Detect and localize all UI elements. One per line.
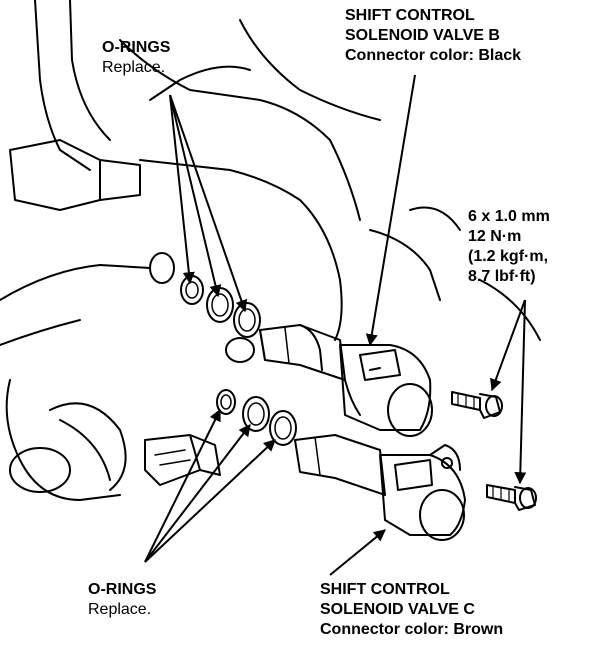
transmission-housing-outline: [0, 0, 541, 346]
leader-oring-top-2: [169, 94, 222, 298]
o-ring-set-bottom: [216, 389, 297, 446]
label-bolt-spec: 6 x 1.0 mm 12 N·m (1.2 kgf·m, 8.7 lbf·ft…: [468, 208, 550, 285]
mounting-bolt-lower: [486, 484, 537, 511]
solenoid-valve-c: [294, 434, 466, 541]
o-ring-set-top: [180, 275, 261, 338]
o-ring: [242, 396, 270, 432]
label-valve-c: SHIFT CONTROL SOLENOID VALVE C Connector…: [320, 581, 504, 638]
leader-oring-bottom-3: [144, 439, 276, 563]
o-ring: [269, 410, 297, 446]
leader-valve-c: [329, 529, 386, 576]
o-ring: [216, 389, 236, 415]
solenoid-valve-b: [225, 324, 433, 437]
housing-seal-ring: [149, 252, 175, 284]
leader-bolt-lower: [514, 299, 527, 485]
leader-oring-bottom-2: [144, 424, 251, 563]
label-orings-top: O-RINGS Replace.: [102, 39, 171, 76]
o-ring: [233, 302, 261, 338]
leader-bolt-upper: [490, 299, 526, 392]
mounting-bolt-upper: [451, 391, 503, 419]
mounting-bracket: [5, 379, 127, 501]
leader-oring-top-3: [169, 94, 248, 313]
leader-oring-top-1: [169, 94, 195, 285]
wire-connector: [144, 434, 221, 486]
leader-valve-b: [365, 74, 416, 347]
label-orings-bottom: O-RINGS Replace.: [88, 581, 157, 618]
label-valve-b: SHIFT CONTROL SOLENOID VALVE B Connector…: [345, 7, 522, 64]
leader-oring-bottom-1: [144, 408, 221, 563]
o-ring: [206, 287, 234, 323]
o-ring: [180, 275, 204, 305]
